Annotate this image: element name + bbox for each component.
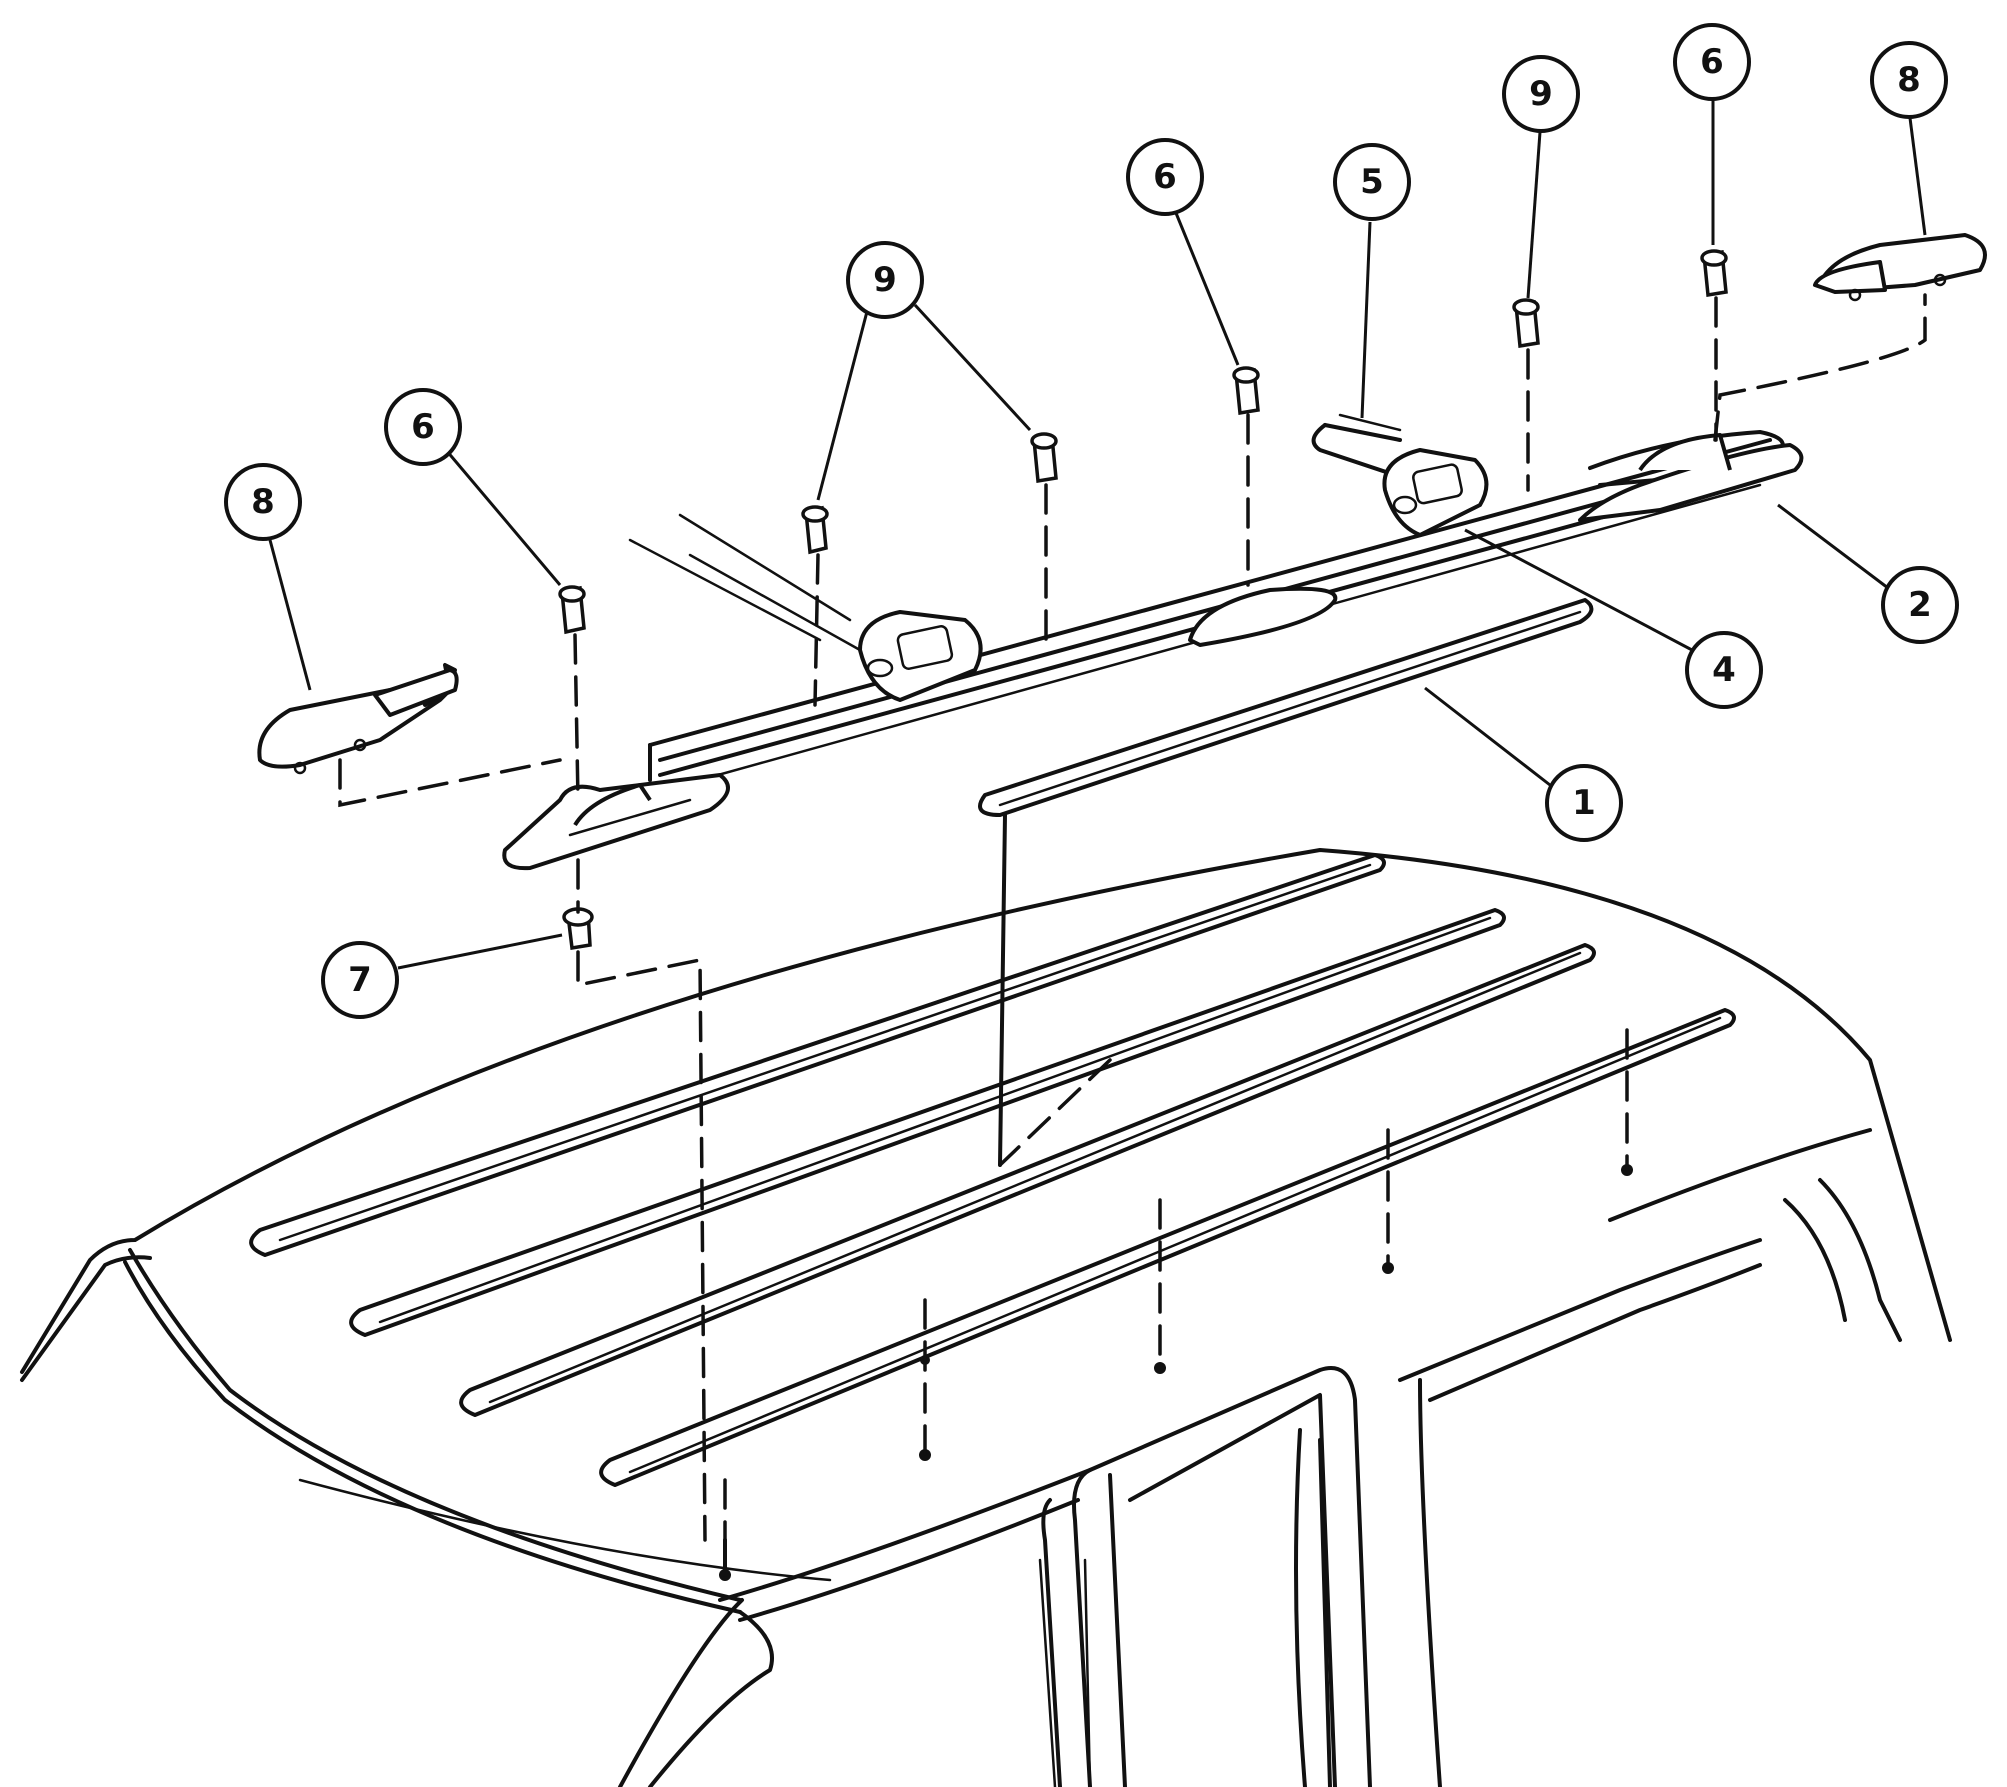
- callout-8-left-label: 8: [251, 482, 275, 522]
- rear-end-support: [1578, 433, 1804, 522]
- callout-6-middle: 6: [1126, 138, 1240, 366]
- end-cap-front: [257, 663, 459, 775]
- callout-6-left: 6: [384, 388, 562, 586]
- callout-6-right: 6: [1673, 23, 1751, 245]
- front-end-support: [502, 773, 730, 871]
- callout-1-label: 1: [1572, 783, 1596, 823]
- callout-8-right-label: 8: [1897, 60, 1921, 100]
- screws: [558, 249, 1728, 951]
- callout-2: 2: [1777, 503, 1959, 644]
- end-cap-rear: [1813, 233, 1987, 302]
- callout-6-right-label: 6: [1700, 42, 1724, 82]
- callout-7: 7: [321, 933, 563, 1019]
- callout-5: 5: [1333, 143, 1411, 419]
- stanchion-rear: [1382, 448, 1489, 537]
- callout-1: 1: [1424, 686, 1623, 842]
- rail-bar-part-1: [978, 598, 1594, 817]
- callout-7-label: 7: [348, 960, 372, 1000]
- callout-5-label: 5: [1360, 162, 1384, 202]
- callout-6-left-label: 6: [411, 407, 435, 447]
- callout-9-center-label: 9: [873, 260, 897, 300]
- callout-4-label: 4: [1712, 650, 1736, 690]
- callout-9-right-label: 9: [1529, 74, 1553, 114]
- roof-mounting-holes: [719, 1028, 1633, 1581]
- roof-ribs: [249, 853, 1736, 1487]
- callout-2-label: 2: [1908, 585, 1932, 625]
- crossbar-part-5: [628, 413, 1412, 652]
- callout-8-left: 8: [224, 463, 312, 691]
- assembly-lines: [338, 293, 1927, 1577]
- stanchion-front: [858, 610, 983, 702]
- callout-8-right: 8: [1870, 41, 1948, 236]
- center-slider: [1188, 586, 1338, 647]
- callout-9-center: 9: [816, 241, 1032, 501]
- vehicle-roof: [20, 848, 1952, 1787]
- callout-4: 4: [1464, 528, 1763, 709]
- callouts: 1 2 4 5 6 6: [224, 23, 1959, 1019]
- callout-9-right: 9: [1502, 55, 1580, 299]
- callout-6-middle-label: 6: [1153, 157, 1177, 197]
